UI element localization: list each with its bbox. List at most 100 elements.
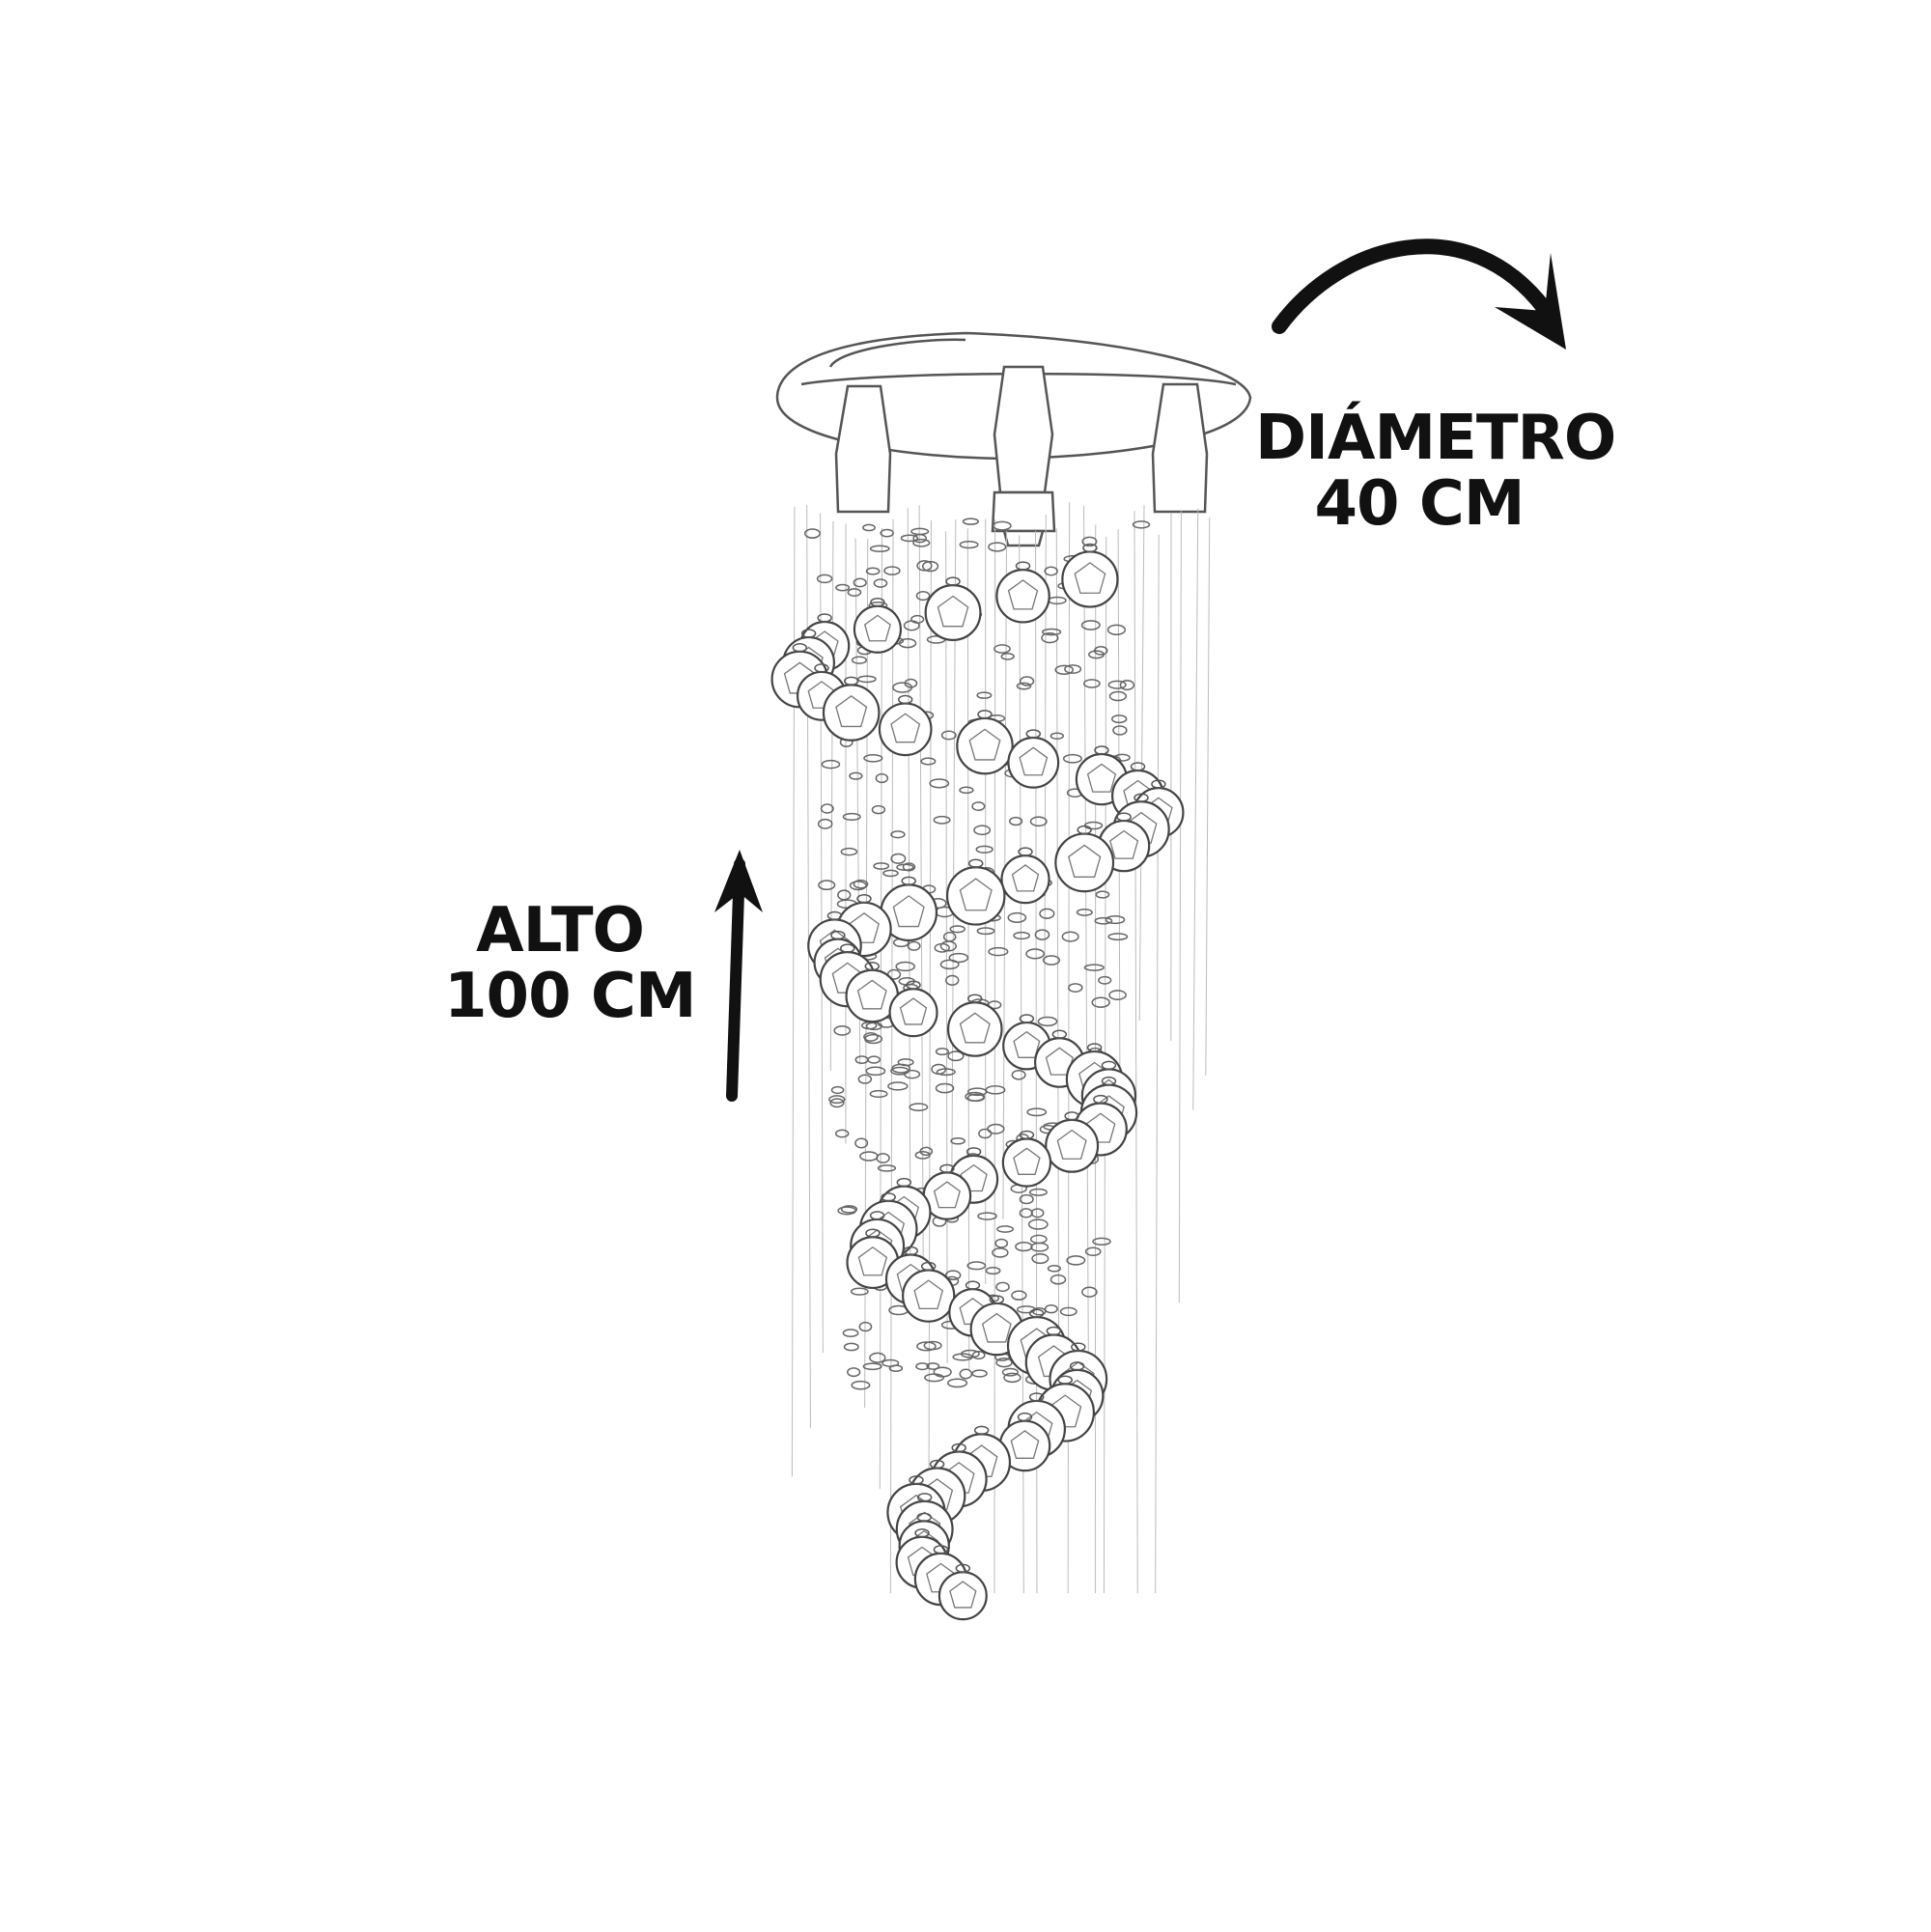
bead [865, 567, 881, 575]
crystal-cap [967, 858, 984, 868]
bead [976, 927, 995, 936]
bead [1080, 620, 1101, 630]
crystal-cap [1069, 1361, 1085, 1371]
bead [843, 1342, 859, 1352]
bead [1059, 1306, 1077, 1317]
bead [988, 542, 1007, 552]
bead [849, 771, 863, 780]
bead [858, 1321, 873, 1332]
bead [1091, 996, 1110, 1008]
bead [904, 1069, 921, 1079]
crystal-ball [945, 866, 1006, 926]
crystal-cap [1082, 543, 1098, 553]
bead [892, 682, 913, 693]
crystal-facet [968, 728, 1001, 761]
height-label: ALTO 100 CM [444, 895, 697, 1032]
bead [912, 538, 931, 547]
bead [880, 528, 894, 538]
strand [993, 519, 996, 1594]
crystal-cap [865, 1228, 881, 1238]
bead [850, 1287, 869, 1296]
crystal-ball [888, 988, 938, 1038]
bead [1030, 1242, 1049, 1252]
bead [950, 1136, 966, 1145]
bead [1068, 983, 1083, 993]
bead [821, 759, 841, 770]
crystal-ball [1000, 854, 1050, 905]
crystal-cap [792, 643, 808, 653]
crystal-facet [933, 1181, 961, 1209]
bead [863, 1032, 879, 1042]
bead [1119, 679, 1135, 691]
bead [1001, 1367, 1020, 1377]
bead [947, 1378, 968, 1388]
bead [851, 656, 868, 664]
crystal-ball [853, 604, 903, 654]
bead [818, 880, 836, 891]
bead [840, 1205, 858, 1214]
bead [865, 1066, 886, 1077]
bead [896, 863, 914, 871]
crystal-strands [770, 502, 1211, 1621]
bead [1013, 931, 1030, 940]
crystal-cap [896, 1177, 912, 1188]
crystal-facet [890, 713, 921, 743]
bead [1015, 1242, 1033, 1252]
crystal-ball [946, 1001, 1003, 1057]
bead [876, 1153, 890, 1163]
bead [949, 925, 966, 934]
crystal-cap [1025, 729, 1042, 739]
crystal-cap [826, 910, 843, 921]
bead [936, 1068, 956, 1077]
height-title: ALTO [476, 895, 645, 966]
crystal-facet [857, 1246, 888, 1276]
bead [1081, 1286, 1098, 1298]
height-value: 100 CM [444, 961, 697, 1032]
bead [921, 560, 939, 573]
crystal-ball [1007, 736, 1060, 789]
bead [1037, 1016, 1058, 1027]
bead [900, 534, 919, 543]
bead [1000, 652, 1015, 660]
crystal-facet [959, 878, 993, 911]
bead [971, 1351, 986, 1360]
crystal-cap [920, 1261, 937, 1272]
bead [966, 1087, 988, 1097]
bead [912, 533, 928, 544]
crystal-ball [1045, 1118, 1100, 1173]
crystal-cap [939, 1163, 955, 1174]
bead [1027, 1218, 1049, 1230]
crystal-cap [881, 1192, 896, 1202]
crystal-cap [933, 1545, 949, 1554]
bead [959, 540, 979, 549]
crystal-facet [892, 895, 925, 928]
crystal-facet [913, 1279, 944, 1310]
bead [962, 518, 979, 525]
bead [1026, 1107, 1048, 1117]
bead [1049, 732, 1065, 741]
bead [869, 1089, 888, 1099]
crystal-cap [973, 1425, 990, 1436]
bead [1105, 914, 1126, 925]
bead [1041, 628, 1062, 636]
bead [935, 1048, 950, 1056]
bead [1081, 536, 1098, 547]
strand [1178, 511, 1182, 1303]
bead [871, 804, 886, 815]
crystal-facet [1007, 579, 1039, 610]
bead [834, 1129, 850, 1138]
bead [1029, 816, 1048, 827]
bead [944, 1270, 962, 1281]
bead [1098, 975, 1112, 985]
crystal-facet [1013, 1030, 1041, 1058]
bead [842, 1329, 859, 1338]
strand [1205, 518, 1211, 1076]
bead [1016, 1305, 1036, 1314]
strand [1083, 505, 1089, 1372]
bead [887, 1081, 909, 1091]
bead [926, 1362, 940, 1370]
bead [920, 757, 937, 766]
crystal-cap [914, 1528, 930, 1538]
bead [903, 620, 920, 631]
